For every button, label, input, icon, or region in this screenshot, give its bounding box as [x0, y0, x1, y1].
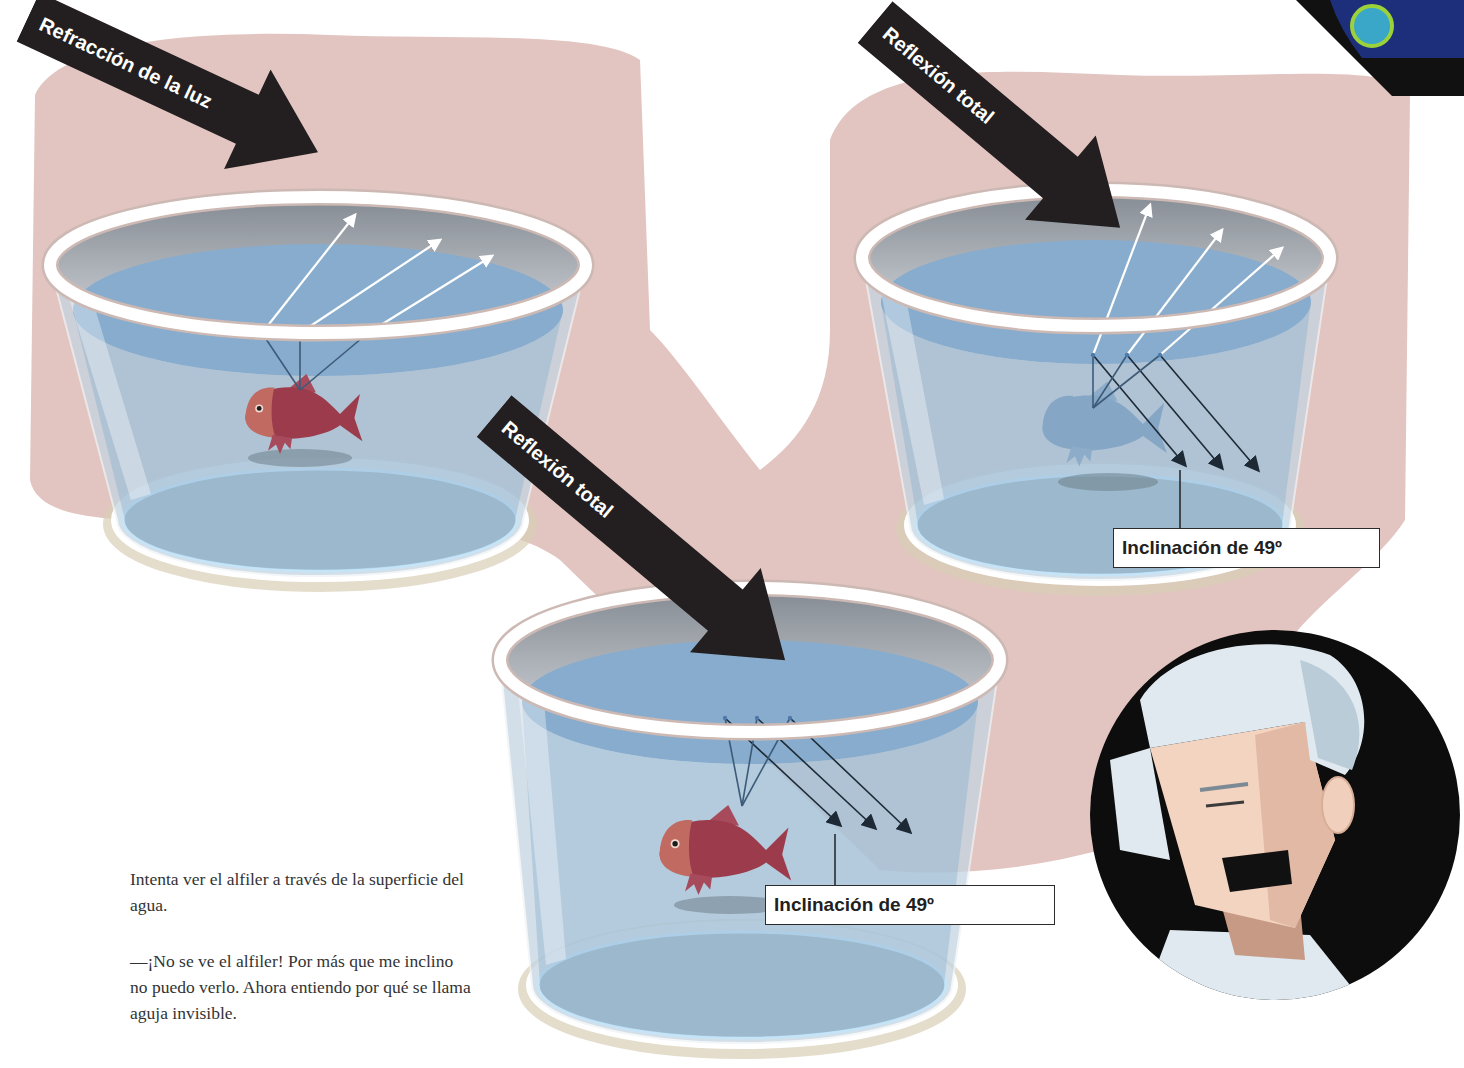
portrait-hair-side — [1110, 748, 1170, 860]
light-ray — [300, 333, 368, 390]
light-ray — [1092, 355, 1094, 408]
fish-fins — [268, 435, 292, 454]
fish-head — [245, 387, 276, 438]
bowl-glass — [50, 197, 586, 576]
light-ray — [1093, 355, 1160, 408]
arrow-fill — [840, 0, 1156, 270]
arrow-label: Reflexión total — [868, 10, 1008, 140]
fish-body — [245, 387, 362, 441]
reflected-ray — [1093, 355, 1185, 465]
reflected-ray — [1160, 355, 1258, 470]
portrait-face — [1150, 722, 1335, 928]
fish-shadow — [1058, 473, 1158, 491]
fish-head — [660, 820, 694, 877]
surface-point — [1158, 353, 1162, 357]
bowl-rim — [50, 197, 586, 333]
logo-badge — [1330, 0, 1464, 58]
body-text: Intenta ver el alfiler a través de la su… — [130, 866, 470, 918]
light-ray — [299, 333, 301, 390]
leader-line — [1179, 470, 1181, 528]
fish — [660, 805, 792, 895]
surface-point — [1091, 353, 1095, 357]
logo-corner — [1296, 0, 1464, 96]
fish-eye — [671, 839, 680, 848]
fish-fins — [1067, 446, 1093, 466]
logo-globe — [1352, 6, 1392, 46]
surface-point — [755, 716, 759, 720]
portrait-hair — [1140, 644, 1364, 775]
callout-box: Inclinación de 49º — [765, 885, 1055, 925]
portrait-eye — [1206, 802, 1244, 806]
glass-highlight — [880, 288, 944, 505]
arrow-label: Reflexión total — [487, 404, 627, 534]
fish-pupil — [257, 406, 262, 411]
fish-pupil — [672, 841, 677, 846]
portrait — [1110, 644, 1370, 1010]
fish-bowl — [50, 197, 586, 586]
label-arrow: Reflexión total — [840, 0, 1156, 270]
portrait-ear — [1322, 777, 1354, 833]
portrait-hair-shade — [1300, 660, 1359, 770]
water-body — [522, 702, 978, 1037]
refracted-ray — [262, 215, 355, 333]
portrait-mustache — [1222, 850, 1292, 892]
refracted-ray — [300, 240, 440, 333]
arrow-label: Refracción de la luz — [29, 0, 222, 127]
fish-bowl — [500, 588, 1000, 1053]
label-arrow: Reflexión total — [459, 374, 821, 703]
arrow-fill — [459, 374, 821, 703]
leader-line — [834, 834, 836, 885]
bowl-glass — [862, 190, 1330, 580]
glass-highlight — [68, 295, 151, 500]
fish-fins — [685, 873, 712, 895]
fish-eye — [255, 404, 263, 412]
surface-point — [1125, 353, 1129, 357]
water-surface — [522, 640, 978, 764]
body-text: —¡No se ve el alfiler! Por más que me in… — [130, 948, 475, 1026]
light-ray — [1093, 355, 1127, 408]
fish-shadow — [248, 449, 352, 467]
refracted-ray — [1127, 230, 1222, 355]
light-ray — [262, 333, 300, 390]
fish — [1043, 382, 1167, 467]
fish-head — [1043, 396, 1075, 450]
fish-body — [660, 820, 792, 881]
portrait-disc — [1090, 630, 1460, 1000]
arrow-fill — [5, 0, 342, 202]
callout-box: Inclinación de 49º — [1113, 528, 1380, 568]
angle-label: Inclinación de 49º — [1114, 529, 1379, 566]
label-arrow: Refracción de la luz — [5, 0, 342, 202]
surface-point — [788, 716, 792, 720]
bowl-rim-outline — [50, 197, 586, 333]
surface-point — [723, 716, 727, 720]
angle-label: Inclinación de 49º — [766, 886, 1054, 923]
glass-highlight — [518, 690, 566, 965]
fish-body — [1043, 396, 1167, 453]
portrait-brow — [1200, 784, 1248, 790]
